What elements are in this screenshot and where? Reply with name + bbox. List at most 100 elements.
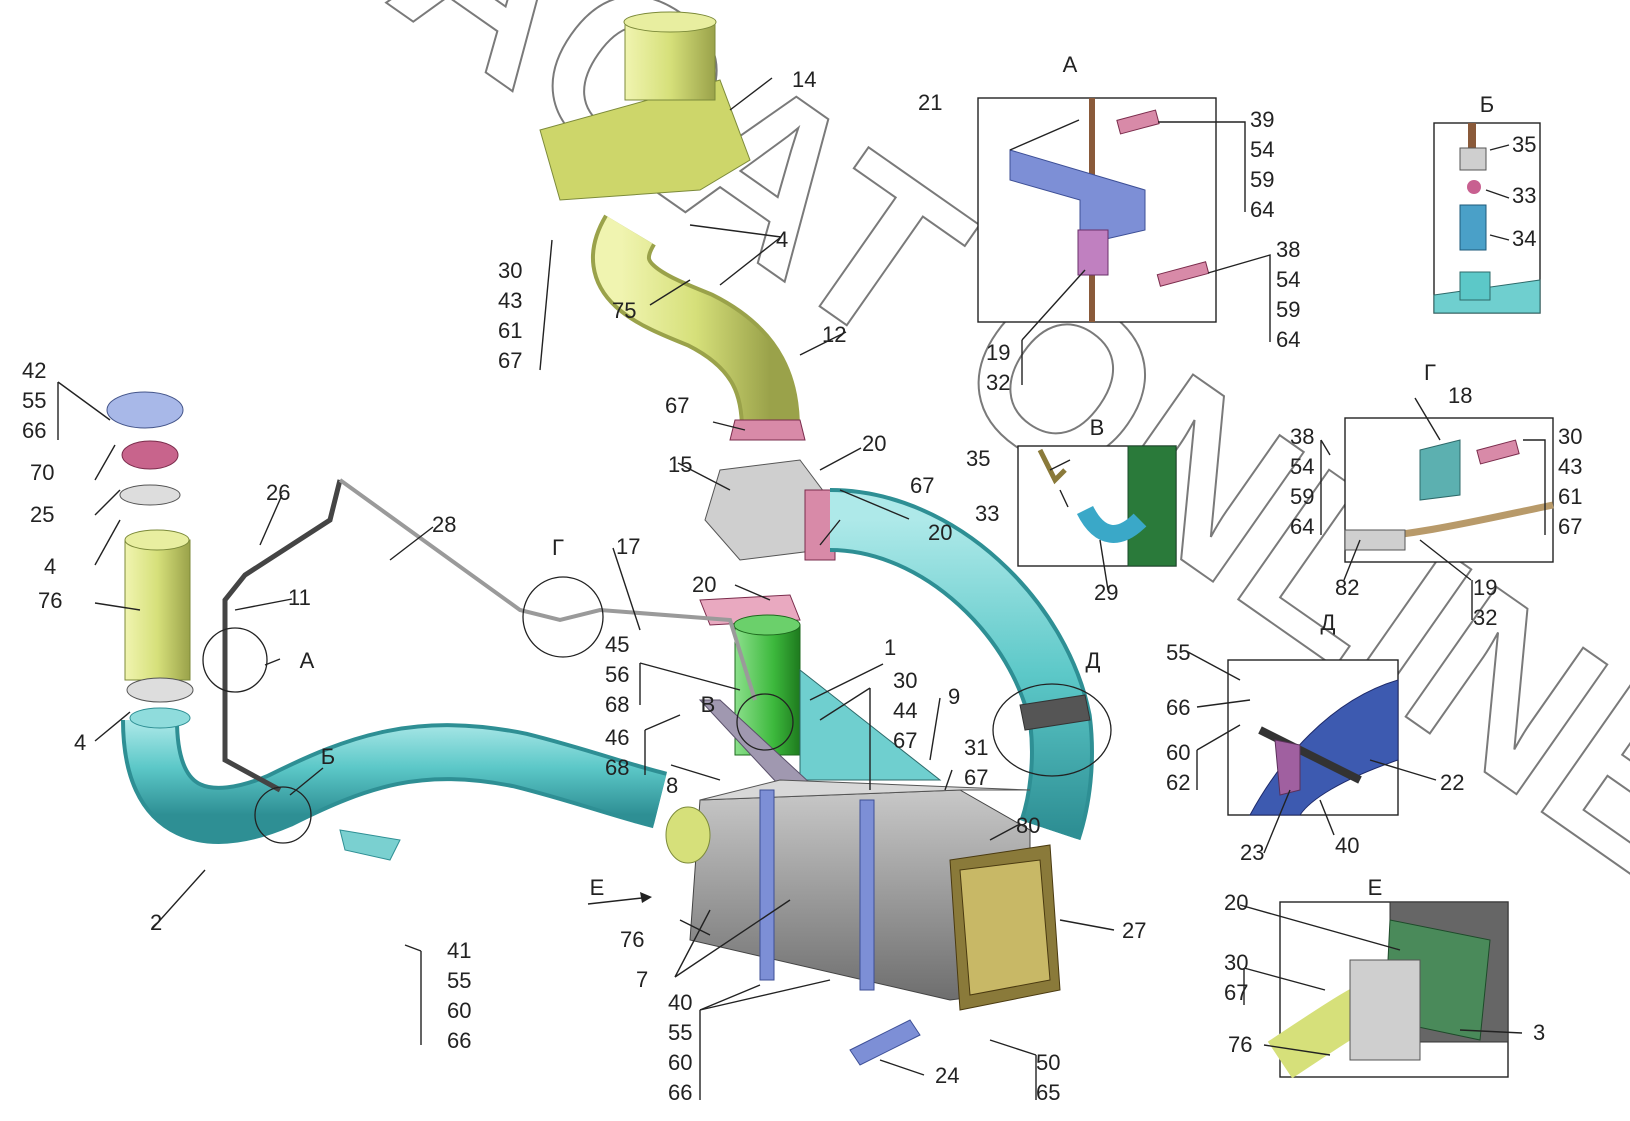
- part-label: 18: [1448, 383, 1472, 408]
- part-label: 62: [1166, 770, 1190, 795]
- view-letter-V: В: [1090, 415, 1105, 440]
- part-label: 24: [935, 1063, 959, 1088]
- part-label: 21: [918, 90, 942, 115]
- part-label: 23: [1240, 840, 1264, 865]
- part-label: 34: [1512, 226, 1536, 251]
- part-label: 28: [432, 512, 456, 537]
- inset-A: [977, 97, 1217, 323]
- exhaust-pipe-2: [121, 707, 668, 861]
- part-label: 31: [964, 735, 988, 760]
- part-label: 66: [668, 1080, 692, 1105]
- view-letter-B: Б: [1480, 92, 1494, 117]
- part-label: 26: [266, 480, 290, 505]
- part-label: 59: [1276, 297, 1300, 322]
- view-letter-D: Д: [1321, 610, 1336, 635]
- part-label: 70: [30, 460, 54, 485]
- part-label: 42: [22, 358, 46, 383]
- part-label: 54: [1250, 137, 1274, 162]
- part-label: 44: [893, 698, 917, 723]
- part-label: 64: [1290, 514, 1314, 539]
- part-label: 68: [605, 755, 629, 780]
- part-label: 66: [22, 418, 46, 443]
- part-label: 55: [1166, 640, 1190, 665]
- part-label: 43: [1558, 454, 1582, 479]
- callout-letter-B: Б: [321, 744, 335, 769]
- callout-letter-E: Е: [590, 875, 605, 900]
- inset-D: [1227, 659, 1399, 816]
- intake-duct-12: [539, 11, 806, 441]
- part-label: 38: [1290, 424, 1314, 449]
- part-label: 76: [620, 927, 644, 952]
- part-label: 17: [616, 534, 640, 559]
- part-label: 76: [1228, 1032, 1252, 1057]
- callout-V: [736, 693, 794, 751]
- part-label: 15: [668, 452, 692, 477]
- part-label: 40: [1335, 833, 1359, 858]
- part-label: 46: [605, 725, 629, 750]
- inset-V: [1017, 445, 1177, 567]
- callout-A: [202, 627, 268, 693]
- part-label: 66: [447, 1028, 471, 1053]
- part-label: 25: [30, 502, 54, 527]
- part-label: 61: [498, 318, 522, 343]
- part-label: 55: [22, 388, 46, 413]
- part-label: 82: [1335, 575, 1359, 600]
- part-label: 67: [1558, 514, 1582, 539]
- inset-E: [1267, 901, 1509, 1079]
- part-label: 20: [1224, 890, 1248, 915]
- view-letter-G: Г: [1424, 360, 1436, 385]
- part-label: 67: [1224, 980, 1248, 1005]
- part-label: 54: [1290, 454, 1314, 479]
- part-label: 61: [1558, 484, 1582, 509]
- part-label: 33: [975, 501, 999, 526]
- exhaust-pipe-right: [828, 488, 1094, 841]
- callout-letter-V: В: [701, 692, 716, 717]
- callout-letter-D: Д: [1086, 648, 1101, 673]
- part-label: 76: [38, 588, 62, 613]
- part-label: 50: [1036, 1050, 1060, 1075]
- view-letter-A: А: [1063, 52, 1078, 77]
- valve-body-15: [699, 459, 836, 626]
- part-label: 11: [288, 585, 311, 610]
- view-letter-E: Е: [1368, 875, 1383, 900]
- part-label: 60: [668, 1050, 692, 1075]
- callout-letter-G: Г: [552, 535, 564, 560]
- part-label: 67: [893, 728, 917, 753]
- part-label: 41: [447, 938, 471, 963]
- part-label: 38: [1276, 237, 1300, 262]
- part-label: 35: [1512, 132, 1536, 157]
- part-label: 32: [986, 370, 1010, 395]
- callout-B: [254, 786, 312, 844]
- part-label: 68: [605, 692, 629, 717]
- part-label: 19: [1473, 575, 1497, 600]
- part-label: 20: [692, 572, 716, 597]
- part-label: 4: [44, 554, 56, 579]
- part-label: 30: [893, 668, 917, 693]
- muffler-body-80: [665, 779, 1061, 1066]
- part-label: 22: [1440, 770, 1464, 795]
- part-label: 54: [1276, 267, 1300, 292]
- part-label: 27: [1122, 918, 1146, 943]
- part-label: 20: [862, 431, 886, 456]
- part-label: 64: [1250, 197, 1274, 222]
- arrow-E: [587, 897, 643, 905]
- part-label: 7: [636, 967, 648, 992]
- part-label: 43: [498, 288, 522, 313]
- part-label: 4: [74, 730, 86, 755]
- part-label: 45: [605, 632, 629, 657]
- part-label: 20: [928, 520, 952, 545]
- part-label: 35: [966, 446, 990, 471]
- part-label: 59: [1290, 484, 1314, 509]
- part-label: 14: [792, 67, 816, 92]
- part-label: 55: [668, 1020, 692, 1045]
- part-label: 39: [1250, 107, 1274, 132]
- part-label: 59: [1250, 167, 1274, 192]
- part-label: 8: [666, 773, 678, 798]
- part-label: 75: [612, 298, 636, 323]
- part-label: 9: [948, 684, 960, 709]
- leader-lines: [57, 77, 1546, 1100]
- part-label: 32: [1473, 605, 1497, 630]
- part-label: 66: [1166, 695, 1190, 720]
- part-label: 3: [1533, 1020, 1545, 1045]
